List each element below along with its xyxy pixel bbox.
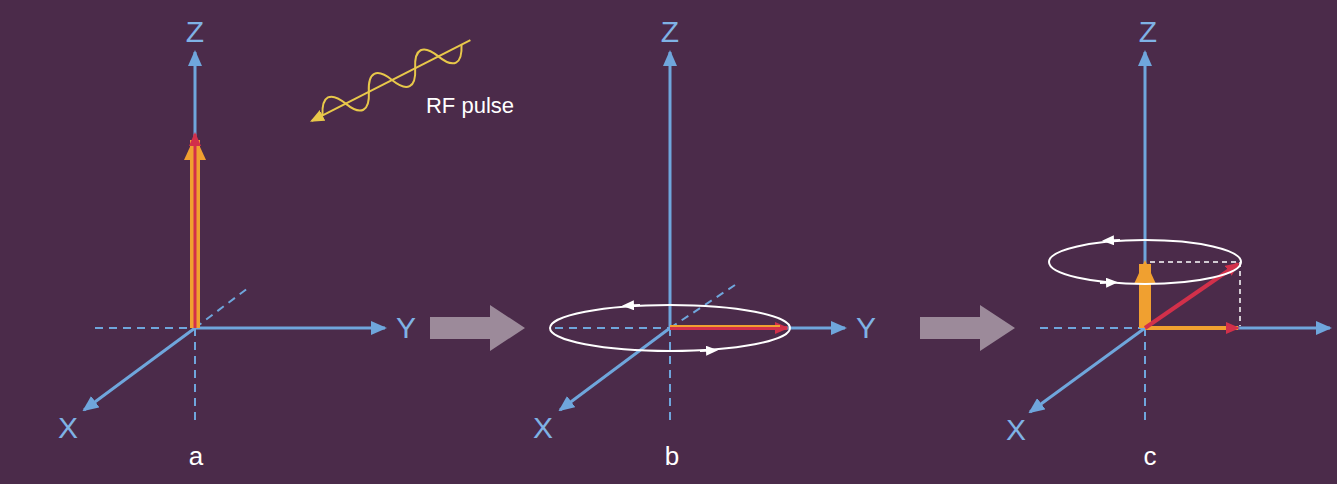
panel-b-axes [555, 52, 845, 425]
pulse-label: RF pulse [426, 95, 514, 117]
transition-arrow [430, 305, 525, 351]
precession-ellipse [550, 305, 790, 351]
net-magnetization [195, 134, 196, 328]
axis-label: X [1006, 415, 1026, 445]
axis-label: Z [186, 17, 204, 47]
panel-c-axes [1030, 52, 1330, 425]
axis-label: Z [1139, 17, 1157, 47]
panel-a-axes [84, 52, 385, 425]
transverse-magnetization [670, 326, 787, 330]
axis-label: Y [396, 313, 416, 343]
rf-pulse-wave [306, 28, 477, 133]
panel-letter: a [189, 443, 203, 469]
axis-label: X [58, 413, 78, 443]
axis-label: X [533, 413, 553, 443]
axis-label: Y [856, 313, 876, 343]
transition-arrow [920, 305, 1015, 351]
panel-letter: b [665, 443, 679, 469]
axis-label: Z [661, 17, 679, 47]
transverse-highlight [670, 325, 780, 327]
panel-letter: c [1144, 443, 1157, 469]
relaxation-vectors [1049, 240, 1241, 328]
